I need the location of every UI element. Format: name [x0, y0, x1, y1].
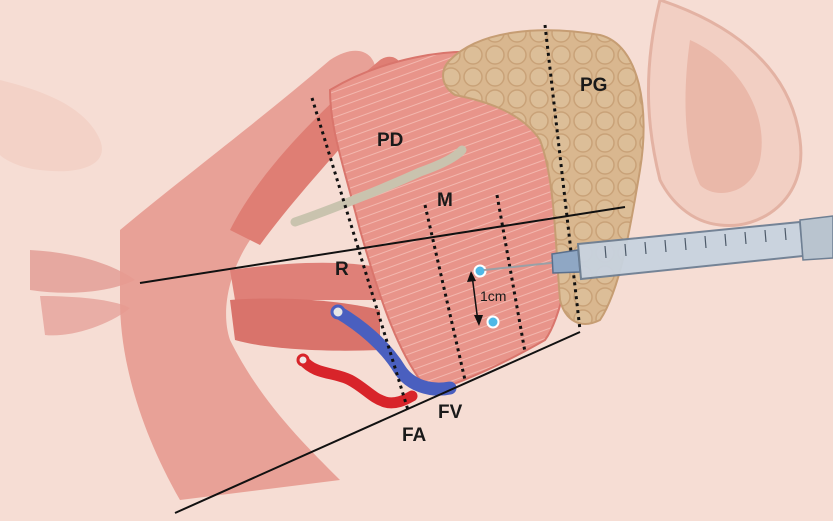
nose — [0, 80, 102, 172]
risorius-muscle — [230, 262, 405, 300]
facial-artery — [297, 354, 418, 409]
injection-point-lower — [486, 315, 500, 329]
facial-artery-end — [296, 353, 310, 367]
measure-line — [471, 274, 479, 323]
dotted-line-2 — [423, 204, 467, 381]
syringe-needle — [483, 261, 561, 271]
guide-line-upper — [139, 206, 626, 284]
label-fa: FA — [402, 425, 427, 446]
injection-point-upper — [473, 264, 487, 278]
syringe-hub — [551, 249, 581, 274]
ear-inner — [685, 40, 762, 193]
dotted-line-1 — [310, 97, 410, 411]
measure-arrow-top — [467, 271, 476, 282]
label-pg: PG — [580, 75, 608, 96]
syringe-plunger — [799, 215, 833, 261]
label-m: M — [437, 190, 453, 211]
dotted-line-3 — [495, 194, 527, 353]
measure-arrow-bottom — [474, 315, 483, 326]
label-r: R — [335, 259, 349, 280]
syringe-icon — [483, 215, 833, 281]
facial-vein — [331, 305, 457, 396]
parotid-duct — [290, 145, 467, 227]
label-distance: 1cm — [480, 288, 507, 304]
label-fv: FV — [438, 402, 463, 423]
dotted-line-4 — [543, 24, 582, 331]
lower-lip — [40, 296, 130, 336]
upper-lip — [30, 250, 135, 293]
label-pd: PD — [377, 130, 404, 151]
syringe-scale — [604, 227, 787, 259]
facial-vein-end — [330, 304, 346, 320]
guide-line-lower — [174, 331, 581, 514]
